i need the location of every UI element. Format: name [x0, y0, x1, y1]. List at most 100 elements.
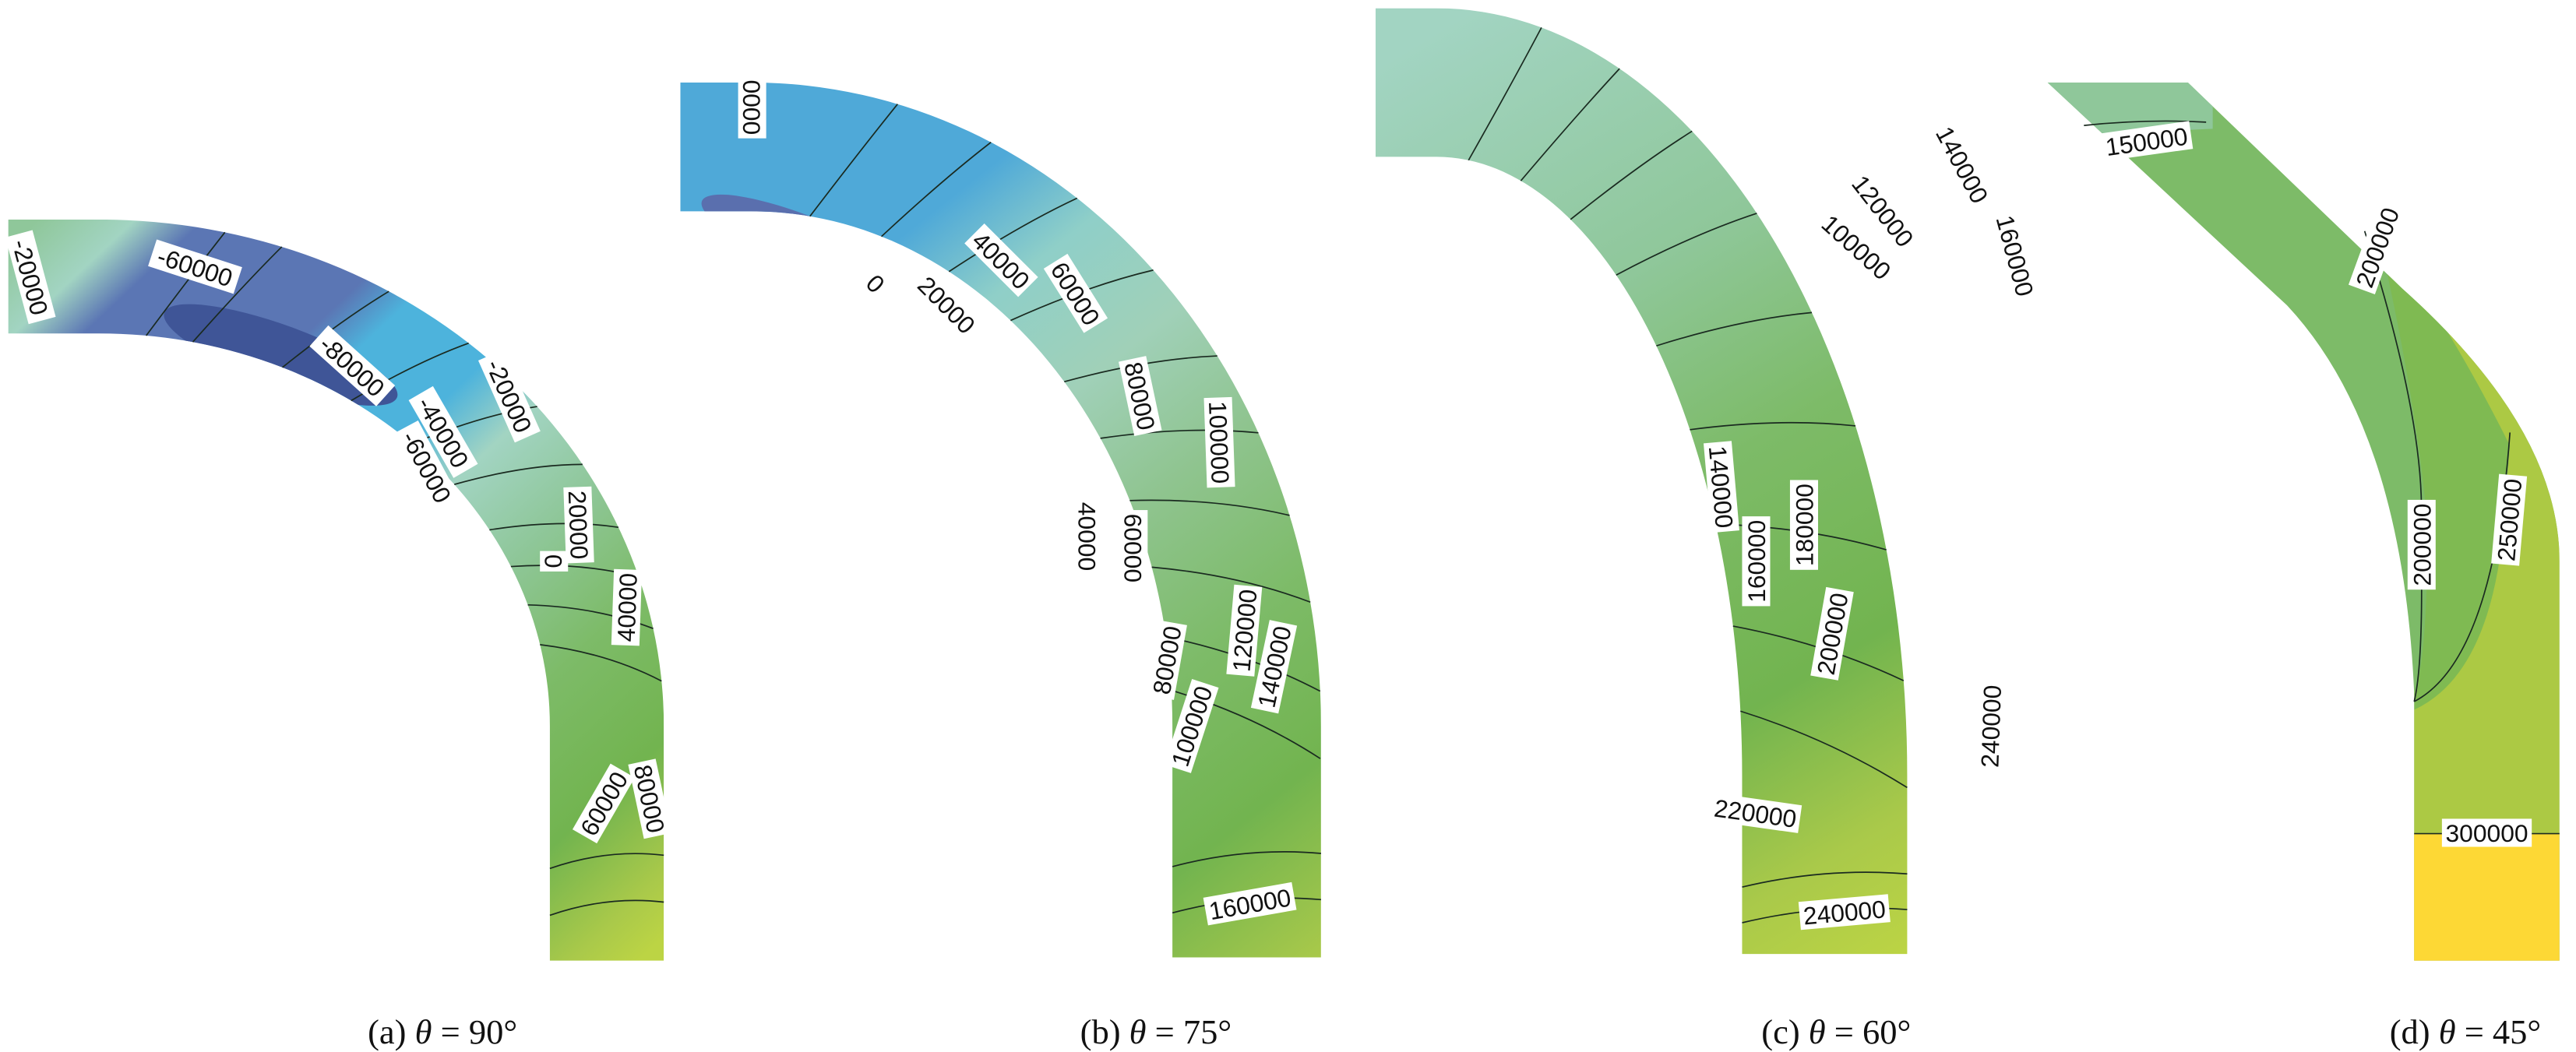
contour-label: 180000	[1789, 480, 1819, 570]
contour-label-background	[2348, 200, 2406, 294]
captions: (a) θ = 90° (b) θ = 75° (c) θ = 60° (d) …	[368, 1012, 2541, 1051]
contour-label: 160000	[1742, 516, 1771, 607]
caption-a: (a) θ = 90°	[368, 1012, 517, 1051]
contour-line	[454, 463, 583, 485]
contour-label: 160000	[1989, 208, 2041, 303]
contour-line	[1520, 68, 1620, 181]
contour-label-background	[5, 230, 56, 325]
contour-line	[282, 290, 389, 368]
contour-label-background	[2491, 473, 2528, 566]
contour-label-text: 140000	[1930, 122, 1994, 209]
contour-label-background	[148, 239, 242, 294]
contour-label: 240000	[1975, 681, 2007, 772]
contour-label: 250000	[2491, 473, 2528, 566]
contour-label-text: 40000	[1073, 502, 1101, 571]
contour-line	[1740, 710, 1908, 789]
contour-label-background	[1929, 118, 1996, 211]
contour-label-background	[1203, 396, 1235, 488]
contour-label: 0	[540, 551, 569, 572]
contour-label-text: 60000	[1119, 514, 1147, 582]
contour-line	[1129, 499, 1290, 516]
contour-label-background	[1844, 167, 1922, 255]
contour-label-background	[540, 551, 569, 572]
contour-label-text: 300000	[2445, 819, 2528, 847]
contour-label-background	[393, 420, 460, 513]
contour-label-background	[1203, 881, 1297, 926]
contour-line	[1616, 213, 1757, 276]
contour-line	[1468, 26, 1542, 161]
contour-line	[549, 899, 664, 917]
contour-label-background	[1073, 498, 1101, 575]
contour-label-background	[910, 268, 984, 342]
contour-label-background	[1798, 894, 1891, 931]
contour-label: 150000	[2100, 121, 2194, 162]
contour-line	[809, 104, 898, 217]
contour-label-background	[1703, 441, 1739, 533]
contour-label: 300000	[2441, 818, 2532, 847]
contour-label-background	[964, 223, 1038, 297]
contour-label-text: 160000	[1991, 213, 2039, 300]
contour-label: 20000	[563, 486, 594, 564]
contour-label-background	[1813, 206, 1900, 288]
contour-label-text: 20000	[563, 490, 594, 560]
contour-line	[1690, 421, 1856, 431]
contour-label-background	[1119, 510, 1148, 586]
contour-line	[1570, 130, 1693, 220]
contour-label-background	[408, 385, 478, 478]
contour-label: 40000	[1073, 498, 1101, 575]
contour-label-background	[1708, 793, 1802, 833]
contour-label-background	[1164, 679, 1219, 773]
contour-label-text: 160000	[1743, 520, 1771, 603]
contour-label-text: 0000	[738, 79, 766, 135]
contour-label: 40000	[611, 568, 643, 646]
contour-line	[1172, 851, 1321, 867]
contour-label-background	[1989, 208, 2041, 303]
contour-label-background	[1043, 253, 1108, 333]
contour-line	[948, 197, 1078, 273]
contour-label-background	[309, 325, 396, 406]
contour-line	[489, 522, 619, 531]
panel-c	[1375, 8, 1908, 955]
contour-label-background	[1250, 620, 1298, 714]
contour-label-text: 0	[540, 554, 568, 568]
caption-c: (c) θ = 60°	[1761, 1012, 1911, 1051]
contour-label-background	[1146, 620, 1187, 700]
contour-label-background	[1789, 480, 1818, 570]
contour-label-text: 100000	[1203, 400, 1235, 484]
contour-label-background	[858, 266, 893, 301]
contour-label: 140000	[1929, 118, 1996, 211]
contour-label-background	[2100, 121, 2194, 162]
contour-label-background	[1742, 516, 1771, 607]
contour-label-text: 200000	[2408, 504, 2436, 586]
contour-line	[192, 246, 283, 343]
contour-label-background	[1810, 586, 1854, 681]
contour-label: 0000	[738, 76, 766, 139]
contour-line	[1100, 429, 1259, 439]
contour-label-background	[477, 349, 541, 443]
contour-line	[1742, 871, 1908, 888]
contour-line	[1151, 566, 1311, 603]
contour-line	[881, 142, 992, 237]
contour-label-text: 240000	[1975, 684, 2007, 768]
contour-label-text: 40000	[612, 572, 643, 642]
contour-label: 140000	[1703, 441, 1739, 533]
contour-label: 100000	[1203, 396, 1235, 488]
contour-label-background	[611, 568, 643, 646]
contour-label-background	[563, 486, 594, 564]
contour-label-background	[2441, 818, 2532, 847]
contour-line	[1656, 311, 1813, 347]
contour-label: 60000	[1119, 510, 1148, 586]
caption-b: (b) θ = 75°	[1080, 1012, 1232, 1051]
contour-label-background	[572, 763, 635, 844]
contour-label-background	[628, 758, 671, 839]
contour-line	[2084, 120, 2207, 126]
contour-label-text: 180000	[1791, 484, 1819, 566]
contour-line	[549, 853, 664, 870]
contour-label-background	[2407, 499, 2436, 590]
contour-label-background	[1118, 356, 1162, 436]
panel-b	[680, 82, 1321, 958]
contour-label-background	[738, 76, 766, 139]
contour-line	[540, 644, 662, 682]
contour-label: 200000	[2407, 499, 2436, 590]
